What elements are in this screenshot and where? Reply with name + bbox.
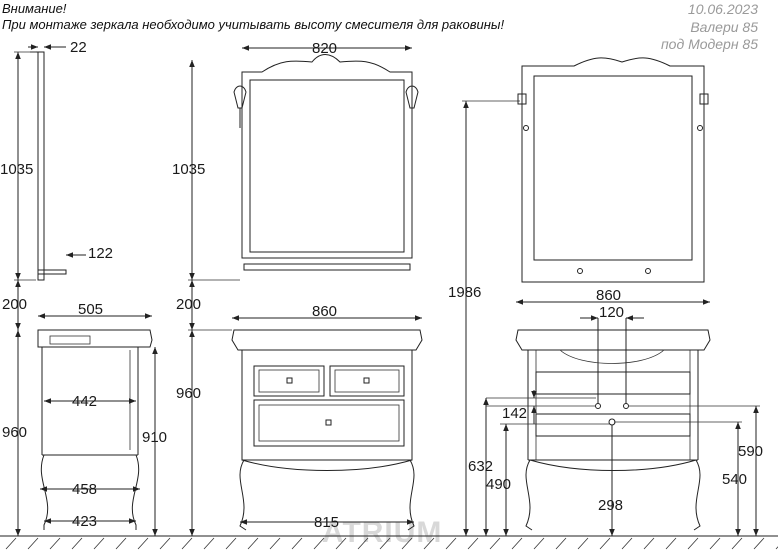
mirror-back-panel bbox=[533, 75, 693, 261]
drawer-handle bbox=[363, 377, 370, 384]
mounting-hole bbox=[523, 125, 529, 131]
mounting-point bbox=[595, 403, 601, 409]
legs-back bbox=[525, 459, 701, 531]
dim-drain-offset: 298 bbox=[598, 497, 623, 514]
dim-cabinet-height-side: 960 bbox=[2, 424, 27, 441]
cabinet-front bbox=[241, 349, 413, 461]
dim-shelf-depth: 122 bbox=[88, 245, 113, 262]
dim-legs-width-side: 458 bbox=[72, 481, 97, 498]
mirror-glass-front bbox=[249, 79, 405, 253]
mirror-hinge bbox=[699, 93, 709, 105]
notice-title: Внимание! bbox=[2, 1, 67, 16]
drawer-bottom bbox=[253, 399, 405, 447]
mounting-hole bbox=[645, 268, 651, 274]
back-rail-top bbox=[535, 371, 691, 395]
mirror-frame-front bbox=[241, 54, 413, 259]
dim-mounting-spacing: 120 bbox=[599, 304, 624, 321]
dim-mirror-width: 820 bbox=[312, 40, 337, 57]
dim-body-height-side: 910 bbox=[142, 429, 167, 446]
dim-pipe-offset: 142 bbox=[502, 405, 527, 422]
dim-inner-width-side: 442 bbox=[72, 393, 97, 410]
mirror-hinge bbox=[517, 93, 527, 105]
mounting-point bbox=[623, 403, 629, 409]
side-view: 1035 22 122 200 505 960 442 910 458 423 bbox=[0, 39, 167, 536]
cabinet-back bbox=[527, 350, 699, 461]
mounting-hole bbox=[697, 125, 703, 131]
mirror-shelf-front bbox=[243, 263, 411, 271]
mirror-frame-back bbox=[521, 57, 705, 283]
sink-side bbox=[37, 329, 153, 348]
dim-feet-width-front: 815 bbox=[314, 514, 339, 531]
drawer-top-left bbox=[253, 365, 325, 397]
dim-feet-width-side: 423 bbox=[72, 513, 97, 530]
dim-height-632: 632 bbox=[468, 458, 493, 475]
shelf-side bbox=[38, 269, 67, 275]
drawer-top-right bbox=[329, 365, 405, 397]
info-date: 10.06.2023 bbox=[687, 1, 758, 17]
dim-cabinet-height-front: 960 bbox=[176, 385, 201, 402]
notice-text: При монтаже зеркала необходимо учитывать… bbox=[2, 17, 505, 32]
dim-total-height: 1986 bbox=[448, 284, 481, 301]
info-product: Валери 85 bbox=[690, 19, 758, 35]
drawer-handle bbox=[286, 377, 293, 384]
front-view: 820 1035 200 860 960 815 1986 bbox=[172, 40, 520, 536]
dim-sink-width-front: 860 bbox=[312, 303, 337, 320]
lamp-left bbox=[233, 85, 247, 128]
dim-cabinet-depth: 505 bbox=[78, 301, 103, 318]
dim-gap-side: 200 bbox=[2, 296, 27, 313]
dim-mirror-height-side: 1035 bbox=[0, 161, 33, 178]
dim-height-590: 590 bbox=[738, 443, 763, 460]
sink-front bbox=[231, 329, 423, 351]
legs-front bbox=[239, 459, 415, 531]
dim-gap-front: 200 bbox=[176, 296, 201, 313]
floor-hatching bbox=[0, 535, 778, 550]
back-view: 860 120 142 632 490 590 540 298 bbox=[468, 57, 763, 536]
dim-mirror-depth: 22 bbox=[70, 39, 87, 56]
mirror-side-profile bbox=[37, 51, 45, 281]
dim-height-540: 540 bbox=[722, 471, 747, 488]
cabinet-apron bbox=[241, 459, 413, 471]
sink-back bbox=[515, 329, 711, 351]
dim-mirror-height-front: 1035 bbox=[172, 161, 205, 178]
info-fits: под Модерн 85 bbox=[660, 36, 758, 52]
dim-sink-width-back: 860 bbox=[596, 287, 621, 304]
cabinet-side bbox=[41, 347, 139, 456]
back-rail-bottom bbox=[535, 413, 691, 437]
lamp-right bbox=[405, 85, 419, 128]
dim-height-490: 490 bbox=[486, 476, 511, 493]
drawer-handle bbox=[325, 419, 332, 426]
mounting-hole bbox=[577, 268, 583, 274]
